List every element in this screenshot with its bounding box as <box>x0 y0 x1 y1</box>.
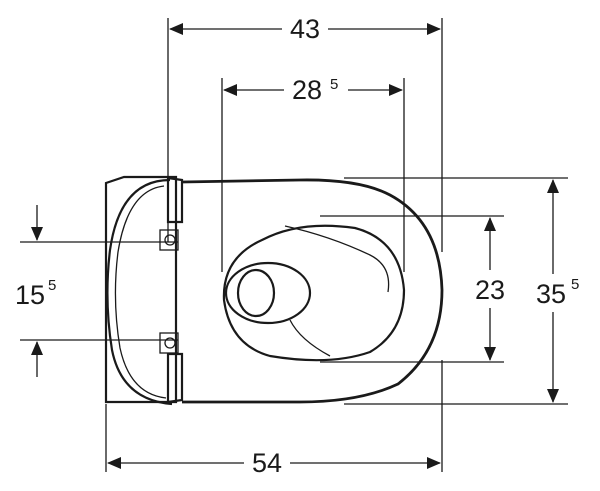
dimension-15-5: 15 5 <box>15 205 56 377</box>
mount-bolt-top <box>159 229 179 251</box>
dimension-54-value: 54 <box>252 448 282 478</box>
dimension-35-5: 35 5 <box>536 179 579 403</box>
dimension-23: 23 <box>475 217 505 361</box>
seat-lid-curve <box>106 178 173 406</box>
bowl-inner-contour-lower <box>289 319 331 357</box>
bowl-outer <box>181 178 444 404</box>
dimension-54: 54 <box>107 448 441 478</box>
dimension-43: 43 <box>169 14 441 44</box>
dimension-43-value: 43 <box>290 14 320 44</box>
dimension-15-5-value: 15 <box>15 280 45 310</box>
seat-lid-inner-curve <box>114 185 167 399</box>
extension-lines <box>20 18 568 472</box>
dimension-28-5-value: 28 <box>292 75 322 105</box>
outlet-inner <box>236 268 276 318</box>
dimension-28-5: 28 5 <box>223 75 403 105</box>
toilet-body <box>104 175 444 406</box>
dimension-28-5-superscript: 5 <box>330 76 338 93</box>
mount-bolt-bottom <box>159 332 179 354</box>
hinge-block-lower <box>166 352 184 404</box>
dimension-35-5-value: 35 <box>536 279 566 309</box>
dimension-23-value: 23 <box>475 275 505 305</box>
outlet-outer <box>224 261 312 325</box>
bowl-rim <box>222 224 406 362</box>
dimension-15-5-superscript: 5 <box>48 277 56 294</box>
dimension-35-5-superscript: 5 <box>571 276 579 293</box>
bowl-inner-contour <box>284 225 390 293</box>
